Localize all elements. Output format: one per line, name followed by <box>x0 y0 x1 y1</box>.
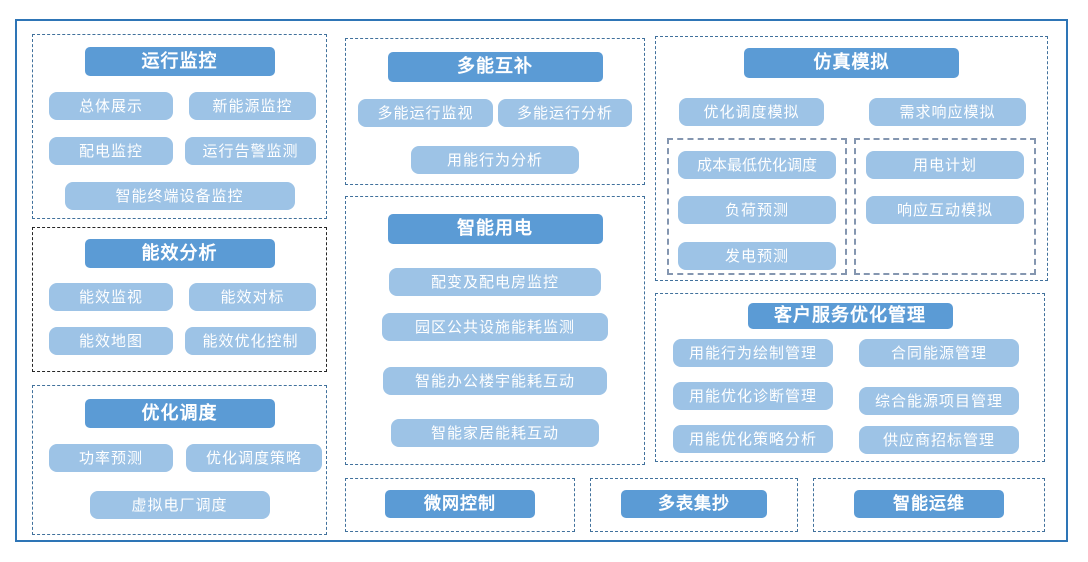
group-title: 智能运维 <box>854 490 1004 518</box>
module-item: 新能源监控 <box>189 92 316 120</box>
group-smart-operation-maintenance: 智能运维 <box>813 478 1045 532</box>
module-item: 配变及配电房监控 <box>389 268 601 296</box>
module-item: 功率预测 <box>49 444 173 472</box>
module-item: 用能优化策略分析 <box>673 425 833 453</box>
module-item: 智能家居能耗互动 <box>391 419 599 447</box>
module-item: 优化调度策略 <box>186 444 322 472</box>
group-simulation: 仿真模拟 优化调度模拟 需求响应模拟 成本最低优化调度 负荷预测 发电预测 用电… <box>655 36 1048 281</box>
module-item: 优化调度模拟 <box>679 98 824 126</box>
module-item: 园区公共设施能耗监测 <box>382 313 608 341</box>
group-title: 微网控制 <box>385 490 535 518</box>
subgroup-cost-optimization: 成本最低优化调度 负荷预测 发电预测 <box>667 138 847 275</box>
module-item: 运行告警监测 <box>185 137 316 165</box>
module-item: 负荷预测 <box>678 196 836 224</box>
module-item: 智能终端设备监控 <box>64 182 295 210</box>
group-title: 多能互补 <box>387 52 603 82</box>
module-item: 能效优化控制 <box>185 327 316 355</box>
module-item: 虚拟电厂调度 <box>89 491 270 519</box>
group-title: 多表集抄 <box>621 490 767 518</box>
module-item: 能效地图 <box>49 327 173 355</box>
group-title: 仿真模拟 <box>744 48 959 78</box>
module-item: 用能行为分析 <box>411 146 579 174</box>
group-title: 运行监控 <box>84 47 275 76</box>
module-item: 多能运行监视 <box>358 99 493 127</box>
module-item: 响应互动模拟 <box>866 196 1024 224</box>
group-multi-energy-complementarity: 多能互补 多能运行监视 多能运行分析 用能行为分析 <box>345 38 645 185</box>
module-item: 综合能源项目管理 <box>859 387 1019 415</box>
module-item: 用能行为绘制管理 <box>673 339 833 367</box>
module-item: 成本最低优化调度 <box>678 151 836 179</box>
module-item: 用电计划 <box>866 151 1024 179</box>
group-title: 能效分析 <box>84 239 275 268</box>
group-title: 客户服务优化管理 <box>747 303 953 329</box>
group-title: 优化调度 <box>84 399 275 428</box>
module-item: 多能运行分析 <box>498 99 632 127</box>
group-microgrid-control: 微网控制 <box>345 478 575 532</box>
module-item: 供应商招标管理 <box>859 426 1019 454</box>
module-item: 能效对标 <box>189 283 316 311</box>
module-item: 智能办公楼宇能耗互动 <box>383 367 607 395</box>
group-smart-power-use: 智能用电 配变及配电房监控 园区公共设施能耗监测 智能办公楼宇能耗互动 智能家居… <box>345 196 645 465</box>
module-item: 合同能源管理 <box>859 339 1019 367</box>
module-item: 配电监控 <box>49 137 173 165</box>
module-item: 用能优化诊断管理 <box>673 382 833 410</box>
subgroup-power-plan: 用电计划 响应互动模拟 <box>854 138 1036 275</box>
module-item: 发电预测 <box>678 242 836 270</box>
group-operation-monitoring: 运行监控 总体展示 新能源监控 配电监控 运行告警监测 智能终端设备监控 <box>32 34 327 219</box>
module-item: 需求响应模拟 <box>869 98 1026 126</box>
group-customer-service-optimization: 客户服务优化管理 用能行为绘制管理 用能优化诊断管理 用能优化策略分析 合同能源… <box>655 293 1045 462</box>
group-multi-meter-reading: 多表集抄 <box>590 478 798 532</box>
group-optimal-dispatch: 优化调度 功率预测 优化调度策略 虚拟电厂调度 <box>32 385 327 535</box>
outer-frame <box>15 19 1068 542</box>
group-title: 智能用电 <box>387 214 603 244</box>
module-item: 能效监视 <box>49 283 173 311</box>
module-item: 总体展示 <box>49 92 173 120</box>
group-energy-efficiency-analysis: 能效分析 能效监视 能效对标 能效地图 能效优化控制 <box>32 227 327 372</box>
